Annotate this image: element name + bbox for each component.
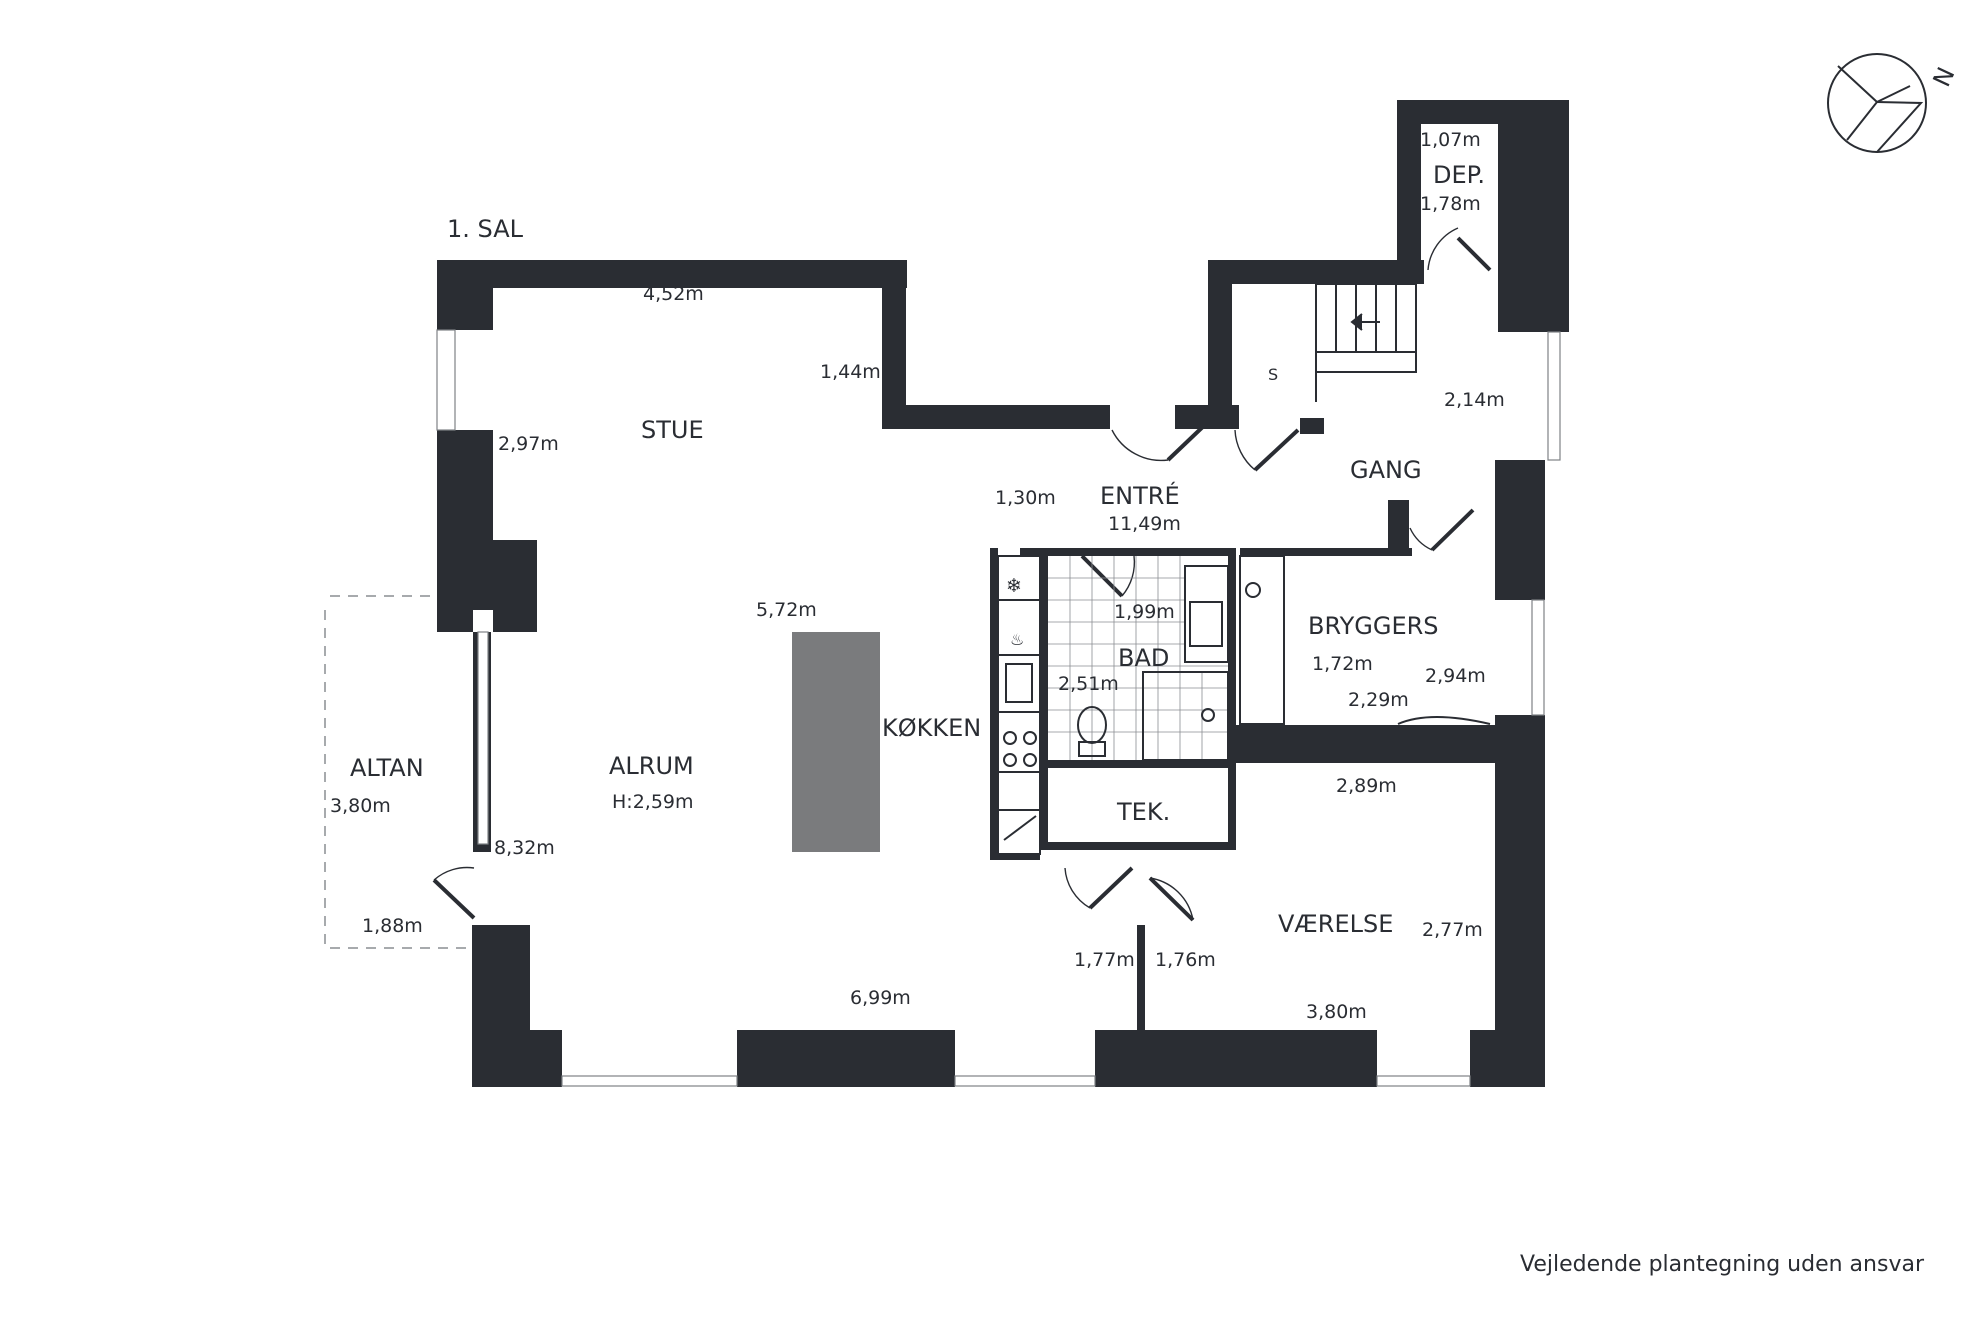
dim-alrum-island: 5,72m [756,599,817,621]
dim-vaerelse-right: 2,77m [1422,919,1483,941]
staircase [1315,283,1417,402]
dim-gang-right: 2,14m [1444,389,1505,411]
kitchen-island [792,632,880,852]
room-gang: GANG [1350,456,1422,484]
disclaimer-text: Vejledende plantegning uden ansvar [1520,1252,1924,1277]
dishwasher-icon: ♨ [1010,630,1024,649]
dim-entre-left: 1,30m [995,487,1056,509]
dim-vaerelse-top: 2,89m [1336,775,1397,797]
dim-altan-width: 1,88m [362,915,423,937]
bathroom-tiles [1048,556,1229,761]
walls [437,100,1569,1087]
room-stue: STUE [641,416,704,444]
dim-bryggers-bottom: 2,29m [1348,689,1409,711]
stair-arrow-icon [1352,314,1362,330]
freezer-icon: ❄ [1006,575,1022,597]
room-dep: DEP. [1433,161,1485,189]
dim-altan-depth: 3,80m [330,795,391,817]
stair-mark: S [1268,365,1278,384]
floor-label: 1. SAL [447,215,524,243]
dim-alrum-left: 8,32m [494,837,555,859]
dim-bottom-living: 6,99m [850,987,911,1009]
compass-north-label: N [1927,63,1960,91]
utility-fixtures [1239,555,1491,725]
interior-walls [990,500,1498,1030]
room-tek: TEK. [1116,798,1170,826]
room-vaerelse: VÆRELSE [1278,910,1393,938]
room-bryggers: BRYGGERS [1308,612,1439,640]
room-entre-area: 11,49m [1108,513,1181,535]
dim-bad-top: 1,99m [1114,601,1175,623]
room-bad: BAD [1118,644,1169,672]
room-alrum-height: H:2,59m [612,791,694,813]
dim-bryggers-left: 1,72m [1312,653,1373,675]
dim-dep-depth: 1,78m [1420,193,1481,215]
dim-vaerelse-bottom: 3,80m [1306,1001,1367,1023]
room-koekken: KØKKEN [882,714,981,742]
dim-hall-right: 1,76m [1155,949,1216,971]
dim-hall-left: 1,77m [1074,949,1135,971]
compass-icon: N [1827,53,1960,153]
room-alrum: ALRUM [609,752,694,780]
dim-stue-top: 4,52m [643,283,704,305]
dim-dep-width: 1,07m [1420,129,1481,151]
room-altan: ALTAN [350,754,424,782]
kitchen-counter [997,555,1041,855]
dim-bryggers-right: 2,94m [1425,665,1486,687]
room-entre: ENTRÉ [1100,481,1180,510]
windows [436,329,1561,1087]
dim-bad-left: 2,51m [1058,673,1119,695]
doors [432,227,1492,922]
dim-stue-left: 2,97m [498,433,559,455]
dim-stue-right: 1,44m [820,361,881,383]
